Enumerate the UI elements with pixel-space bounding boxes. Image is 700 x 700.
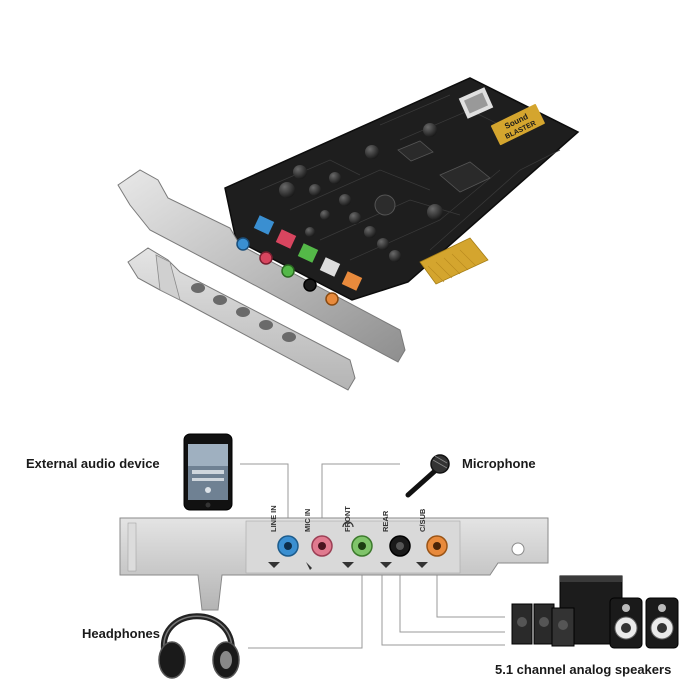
external-audio-device-label: External audio device	[26, 456, 160, 471]
bracket-screw-hole	[511, 542, 525, 556]
headphones-icon	[158, 613, 240, 679]
full-height-bracket	[117, 169, 406, 363]
capacitors	[279, 123, 443, 262]
pcb-jack-blocks	[253, 215, 363, 291]
line-in-label: LINE IN	[269, 505, 278, 532]
jack-type-symbols	[268, 562, 428, 570]
line-to-speakers-csub	[436, 565, 505, 618]
front-label: FRONT	[343, 506, 352, 532]
low-profile-bracket	[127, 247, 356, 391]
audio-symbol-icon	[268, 562, 280, 568]
bracket-jack-holes	[236, 237, 339, 306]
line-to-microphone	[321, 463, 400, 532]
audio-symbol-icon-3	[380, 562, 392, 568]
jack-mic-in[interactable]: MIC IN	[303, 509, 333, 557]
csub-label: C/SUB	[418, 508, 427, 532]
rear-bracket-diagram	[119, 517, 549, 611]
smartphone-icon	[183, 433, 233, 511]
connection-lines	[240, 463, 505, 649]
headphones-label: Headphones	[82, 626, 161, 641]
mic-in-label: MIC IN	[303, 509, 312, 532]
bracket-edge	[127, 522, 137, 572]
jack-front[interactable]: FRONT	[343, 506, 373, 557]
microphone-icon	[405, 454, 450, 498]
line-to-speakers-rear	[399, 565, 505, 633]
pcie-connector	[419, 237, 489, 285]
audio-symbol-icon-4	[416, 562, 428, 568]
jack-rear[interactable]: REAR	[381, 510, 411, 557]
line-to-speakers-front	[381, 565, 505, 646]
header-pins	[458, 87, 494, 119]
sound-card-illustration: Sound BLASTER	[117, 77, 580, 391]
low-profile-bracket-face	[155, 254, 181, 301]
jack-csub[interactable]: C/SUB	[418, 508, 448, 557]
speaker-set-icon	[511, 575, 679, 649]
speakers-label: 5.1 channel analog speakers	[495, 662, 672, 677]
codec-chip	[397, 140, 434, 162]
pcie-fingers	[427, 249, 477, 283]
sound-blaster-logo: Sound BLASTER	[490, 104, 545, 146]
low-profile-holes	[191, 283, 296, 342]
headphone-glyph-icon	[342, 521, 354, 528]
dsp-chip	[439, 161, 491, 193]
microphone-label: Microphone	[462, 456, 536, 471]
rear-label: REAR	[381, 510, 390, 532]
line-to-external-device	[240, 463, 289, 532]
mic-symbol-icon	[306, 562, 312, 570]
line-to-headphones	[248, 565, 363, 649]
jack-line-in[interactable]: LINE IN	[269, 505, 299, 557]
audio-symbol-icon-2	[342, 562, 354, 568]
